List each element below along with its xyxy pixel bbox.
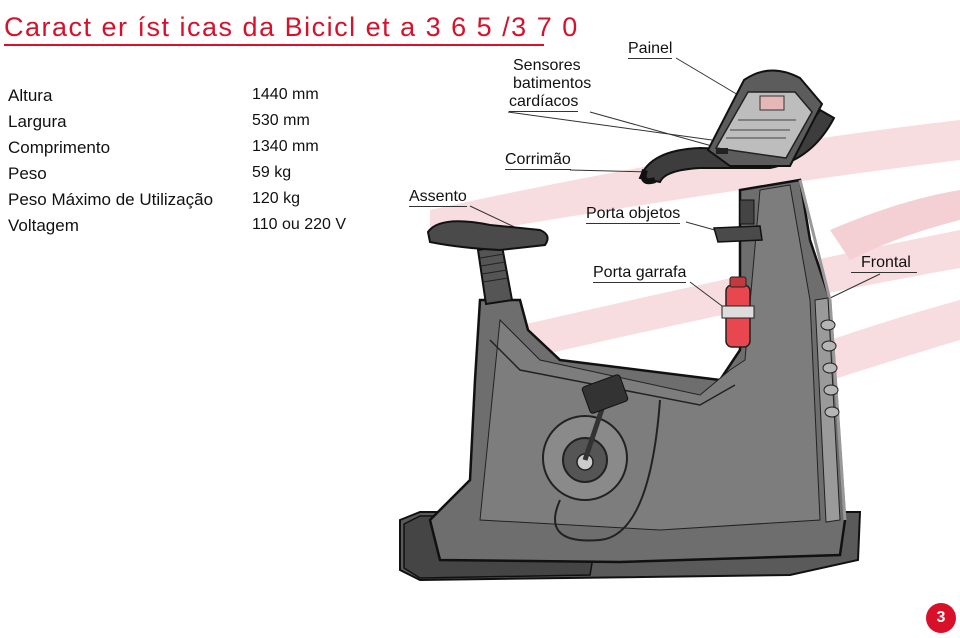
spec-value: 120 kg (252, 190, 301, 207)
spec-value: 1340 mm (252, 138, 319, 155)
callout-assento: Assento (409, 188, 467, 207)
callout-sensores-line1: Sensores (513, 57, 581, 74)
callout-porta-garrafa: Porta garrafa (593, 264, 687, 283)
spec-label: Peso (8, 164, 47, 183)
spec-label: Voltagem (8, 216, 79, 235)
callout-sensores-line3: cardíacos (509, 93, 579, 112)
callout-corrimao: Corrimão (505, 151, 571, 170)
callout-frontal: Frontal (851, 254, 917, 273)
spec-label: Comprimento (8, 138, 111, 157)
callout-painel: Painel (628, 40, 673, 59)
spec-value: 59 kg (252, 164, 292, 181)
spec-label: Altura (8, 86, 53, 105)
callout-porta-objetos: Porta objetos (586, 205, 681, 224)
spec-value: 1440 mm (252, 86, 319, 103)
title-underline (4, 44, 544, 46)
callout-sensores-line2: batimentos (513, 75, 592, 92)
spec-value: 110 ou 220 V (252, 216, 347, 233)
page-title: Caract er íst icas da Bicicl et a 3 6 5 … (4, 12, 579, 42)
page-number-badge: 3 (926, 603, 956, 633)
spec-value: 530 mm (252, 112, 310, 129)
spec-label: Largura (8, 112, 67, 131)
spec-label: Peso Máximo de Utilização (8, 190, 214, 209)
